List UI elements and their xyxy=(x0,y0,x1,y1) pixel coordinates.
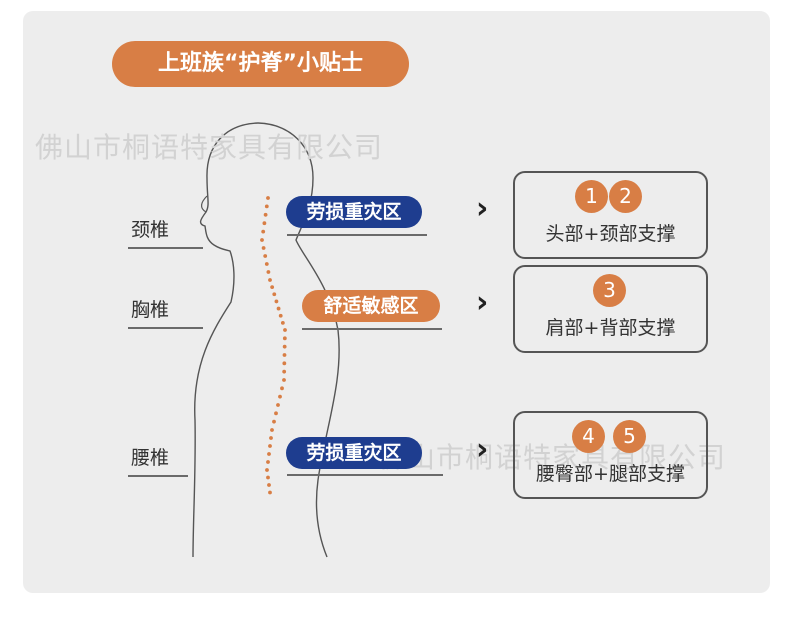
waist-underline xyxy=(128,475,188,477)
number-badge: 3 xyxy=(593,274,626,307)
spine-dot xyxy=(270,285,274,289)
spine-dot xyxy=(266,196,270,200)
spine-dot xyxy=(267,483,271,487)
spine-dot xyxy=(283,345,287,349)
spine-dot xyxy=(263,221,267,225)
waist-zone-underline xyxy=(287,474,443,476)
spine-dot xyxy=(282,361,286,365)
chest-underline xyxy=(128,327,203,329)
neck-zone-badge: 劳损重灾区 xyxy=(286,196,422,228)
chevron-right-icon: › xyxy=(476,285,488,320)
spine-dot xyxy=(260,238,264,242)
waist-zone-badge: 劳损重灾区 xyxy=(286,437,422,469)
spine-dot xyxy=(278,395,282,399)
spine-dot xyxy=(275,300,279,304)
spine-dot xyxy=(279,314,283,318)
spine-dot xyxy=(274,411,278,415)
spine-dot xyxy=(283,353,287,357)
number-badge: 1 xyxy=(575,180,608,213)
spine-dot xyxy=(282,378,286,382)
spine-dot xyxy=(268,491,272,495)
waist-label: 腰椎 xyxy=(131,443,169,470)
spine-dot xyxy=(264,213,268,217)
neck-underline xyxy=(128,247,203,249)
spine-dot xyxy=(268,444,272,448)
spine-dot xyxy=(272,292,276,296)
number-badge: 5 xyxy=(613,420,646,453)
spine-dot xyxy=(266,460,270,464)
spine-dot xyxy=(277,307,281,311)
spine-dot xyxy=(267,270,271,274)
chest-zone-underline xyxy=(302,328,442,330)
spine-dot xyxy=(283,336,287,340)
spine-dot xyxy=(265,262,269,266)
support-text: 肩部+背部支撑 xyxy=(515,313,706,340)
watermark-text: 佛山市桐语特家具有限公司 xyxy=(35,126,383,166)
chest-zone-badge: 舒适敏感区 xyxy=(302,290,440,322)
spine-dot xyxy=(265,468,269,472)
spine-dot xyxy=(261,230,265,234)
spine-dot xyxy=(276,403,280,407)
spine-dot xyxy=(263,254,267,258)
support-text: 腰臀部+腿部支撑 xyxy=(515,459,706,486)
spine-dot xyxy=(268,278,272,282)
neck-label: 颈椎 xyxy=(131,215,169,242)
chevron-right-icon: › xyxy=(476,432,488,467)
support-text: 头部+颈部支撑 xyxy=(515,219,706,246)
spine-dot xyxy=(262,246,266,250)
spine-dot xyxy=(280,386,284,390)
neck-zone-underline xyxy=(287,234,427,236)
spine-dot xyxy=(265,205,269,209)
number-badge: 2 xyxy=(609,180,642,213)
spine-dot xyxy=(269,436,273,440)
chevron-right-icon: › xyxy=(476,191,488,226)
spine-dot xyxy=(267,452,271,456)
spine-dot xyxy=(270,428,274,432)
spine-dot xyxy=(281,321,285,325)
chest-label: 胸椎 xyxy=(131,295,169,322)
number-badge: 4 xyxy=(572,420,605,453)
spine-dot xyxy=(266,476,270,480)
spine-dot xyxy=(272,420,276,424)
spine-dot xyxy=(283,328,287,332)
spine-dot xyxy=(282,370,286,374)
